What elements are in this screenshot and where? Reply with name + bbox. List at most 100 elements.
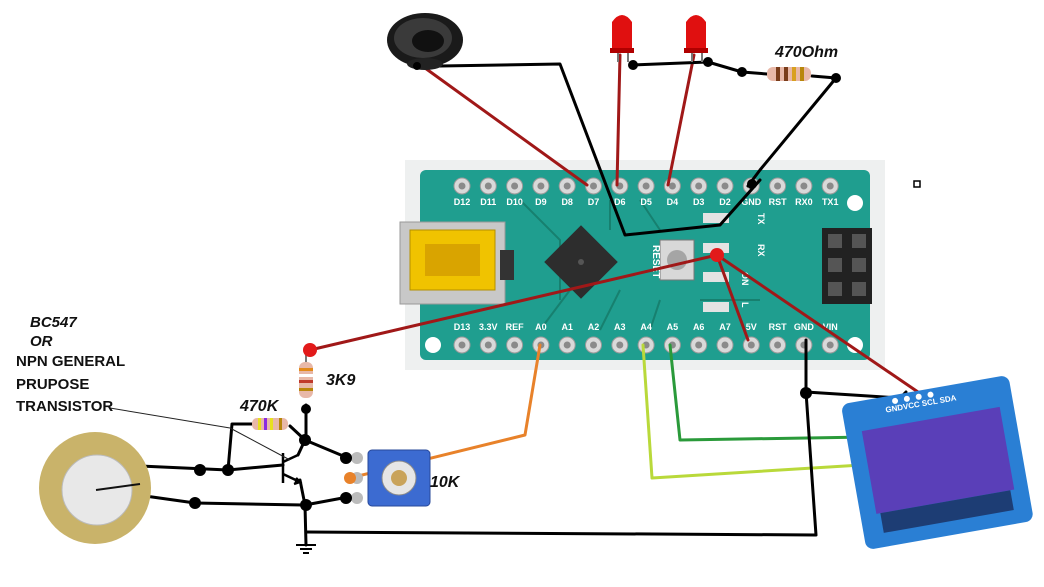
top-pin-label: RX0 — [795, 197, 813, 207]
top-pin-center — [537, 182, 545, 190]
bottom-pin-center — [484, 341, 492, 349]
oled-ribbon — [880, 490, 1014, 533]
red-dot-3k9 — [303, 343, 317, 357]
top-pin-center — [563, 182, 571, 190]
top-pin-label: D5 — [640, 197, 652, 207]
led-icon — [684, 15, 708, 62]
top-pin-label: D4 — [667, 197, 679, 207]
top-pin-center — [695, 182, 703, 190]
mount-hole — [425, 337, 441, 353]
wire-led1-d6 — [615, 53, 622, 187]
top-pin-label: D7 — [588, 197, 600, 207]
top-pin-label: GND — [741, 197, 762, 207]
top-pin-center — [668, 182, 676, 190]
wire-led-common — [631, 60, 744, 74]
wire-base-resistor — [226, 422, 254, 472]
oled-display: GNDVCC SCL SDA — [842, 376, 1033, 549]
label-transistor-desc3: TRANSISTOR — [16, 398, 113, 415]
bottom-pin-label: A1 — [561, 322, 573, 332]
bottom-pin-label: A2 — [588, 322, 600, 332]
reset-label: RESET — [650, 245, 661, 278]
led-on — [703, 272, 729, 282]
usb-connector-icon — [399, 221, 514, 305]
top-pin-row: D12 D11 D10 D9 D8 D7 D6 D5 D4 D3 D2 GND RST RX0 TX1 — [453, 177, 839, 207]
bottom-pin-center — [616, 341, 624, 349]
top-pin-center — [511, 182, 519, 190]
ground-icon — [296, 544, 316, 554]
resistor-icon — [252, 418, 288, 430]
bottom-pin-center — [747, 341, 755, 349]
junction-dots — [189, 57, 841, 511]
bottom-pin-center — [563, 341, 571, 349]
top-pin-center — [458, 182, 466, 190]
bottom-pin-label: A0 — [535, 322, 547, 332]
led-rx — [703, 243, 729, 253]
led-label-l: L — [740, 302, 750, 308]
bottom-pin-center — [721, 341, 729, 349]
top-pin-label: D11 — [480, 197, 496, 207]
resistor-icon — [767, 67, 811, 81]
wire-piezo-top — [138, 463, 285, 472]
led-l — [703, 302, 729, 312]
bottom-pin-label: GND — [794, 322, 815, 332]
top-pin-label: RST — [769, 197, 788, 207]
label-transistor-title: BC547 — [30, 314, 77, 331]
label-3k9: 3K9 — [326, 372, 355, 389]
label-470k: 470K — [239, 398, 280, 415]
bottom-pin-label: REF — [506, 322, 525, 332]
label-transistor-or: OR — [30, 333, 53, 350]
top-pin-center — [721, 182, 729, 190]
led-icon — [610, 15, 634, 62]
top-pin-center — [774, 182, 782, 190]
mount-hole — [847, 337, 863, 353]
bottom-pin-label: A4 — [640, 322, 652, 332]
orange-dot-pot — [344, 472, 356, 484]
bottom-pin-label: VIN — [823, 322, 838, 332]
red-dot-5v — [710, 248, 724, 262]
microcontroller-chip — [544, 225, 618, 299]
top-pin-label: D12 — [454, 197, 471, 207]
stray-marker — [913, 180, 921, 188]
top-pin-center — [484, 182, 492, 190]
led-tx — [703, 213, 729, 223]
top-pin-label: D10 — [506, 197, 523, 207]
top-pin-center — [826, 182, 834, 190]
wire-speaker-d7 — [423, 66, 589, 187]
wire-emitter-ground — [298, 478, 308, 547]
bottom-pin-center — [695, 341, 703, 349]
top-pin-label: D3 — [693, 197, 705, 207]
top-pin-label: TX1 — [822, 197, 839, 207]
transistor-pointer — [229, 427, 291, 461]
top-pin-center — [800, 182, 808, 190]
bottom-pin-center — [590, 341, 597, 349]
bottom-pin-label: A3 — [614, 322, 626, 332]
transistor-label-line — [109, 407, 231, 429]
top-pin-label: D6 — [614, 197, 626, 207]
bottom-pin-center — [458, 341, 466, 349]
piezo-icon — [39, 432, 151, 544]
led-label-tx: TX — [756, 213, 766, 225]
reset-button — [659, 239, 695, 281]
potentiometer-icon — [351, 449, 431, 507]
bottom-pin-label: A7 — [719, 322, 731, 332]
bottom-pin-center — [826, 341, 834, 349]
mount-hole — [847, 195, 863, 211]
top-pin-label: D9 — [535, 197, 547, 207]
bottom-pin-label: 5V — [746, 322, 757, 332]
bottom-pin-center — [511, 341, 519, 349]
label-transistor-desc2: PRUPOSE — [16, 376, 89, 393]
top-pin-center — [642, 182, 650, 190]
icsp-header — [822, 228, 872, 304]
label-transistor-desc1: NPN GENERAL — [16, 353, 125, 370]
oled-screen — [861, 406, 1015, 514]
bottom-pin-label: 3.3V — [479, 322, 498, 332]
wire-led2-d4 — [666, 53, 696, 187]
wire-resistor-gnd — [746, 74, 838, 188]
label-pot: 10K — [430, 474, 461, 491]
led-label-rx: RX — [756, 244, 766, 257]
top-pin-label: D8 — [561, 197, 573, 207]
top-pin-label: D2 — [719, 197, 731, 207]
